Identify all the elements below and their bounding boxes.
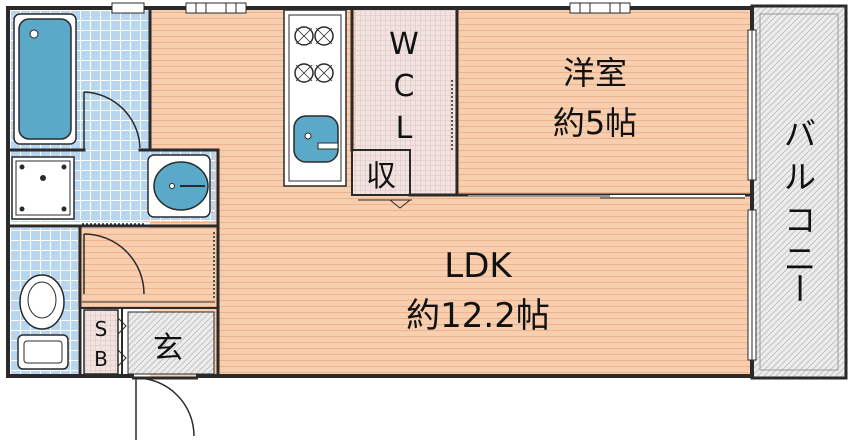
top-window-bath [111, 2, 145, 14]
bathtub [13, 13, 77, 145]
balcony-char-4: ニ [784, 240, 816, 278]
hallway-floor [78, 228, 215, 308]
kitchen-sink [293, 115, 339, 163]
wash-basin [147, 154, 211, 218]
balcony-window-lower [747, 209, 757, 361]
balcony-char-2: ル [784, 158, 816, 196]
balcony-char-5: ー [780, 272, 818, 304]
balcony [750, 4, 848, 380]
western-room-name: 洋室 [563, 54, 627, 92]
wcl-letter-w: W [389, 27, 419, 62]
top-window-western [569, 2, 631, 14]
shoebox-letter-s: S [95, 317, 108, 341]
entrance-door [132, 376, 198, 440]
wcl-letter-l: L [396, 111, 413, 146]
balcony-char-1: バ [784, 115, 816, 153]
entrance-label: 玄 [153, 331, 183, 366]
storage-door [358, 199, 412, 209]
stove-burners-icon [294, 26, 334, 83]
toilet-door [83, 233, 145, 295]
washroom-sliding-door [82, 223, 215, 300]
storage [351, 149, 411, 196]
toilet [17, 274, 69, 370]
entrance-floor [127, 311, 215, 375]
shoebox-letter-b: B [94, 347, 108, 371]
bathroom-door [83, 91, 141, 150]
shoebox-doors [117, 317, 127, 367]
ldk-size: 約12.2帖 [406, 296, 550, 336]
shoebox [83, 309, 119, 375]
western-room-sliding-door [468, 195, 745, 199]
balcony-window-upper [747, 29, 757, 181]
western-room-size: 約5帖 [553, 104, 637, 142]
washing-machine-pan [11, 156, 75, 220]
ldk-name: LDK [444, 246, 513, 286]
western-room-floor [460, 10, 750, 195]
storage-label: 収 [366, 159, 396, 194]
wcl-letter-c: C [394, 69, 415, 104]
top-window-ldk [185, 2, 247, 14]
balcony-char-3: コ [784, 201, 816, 239]
